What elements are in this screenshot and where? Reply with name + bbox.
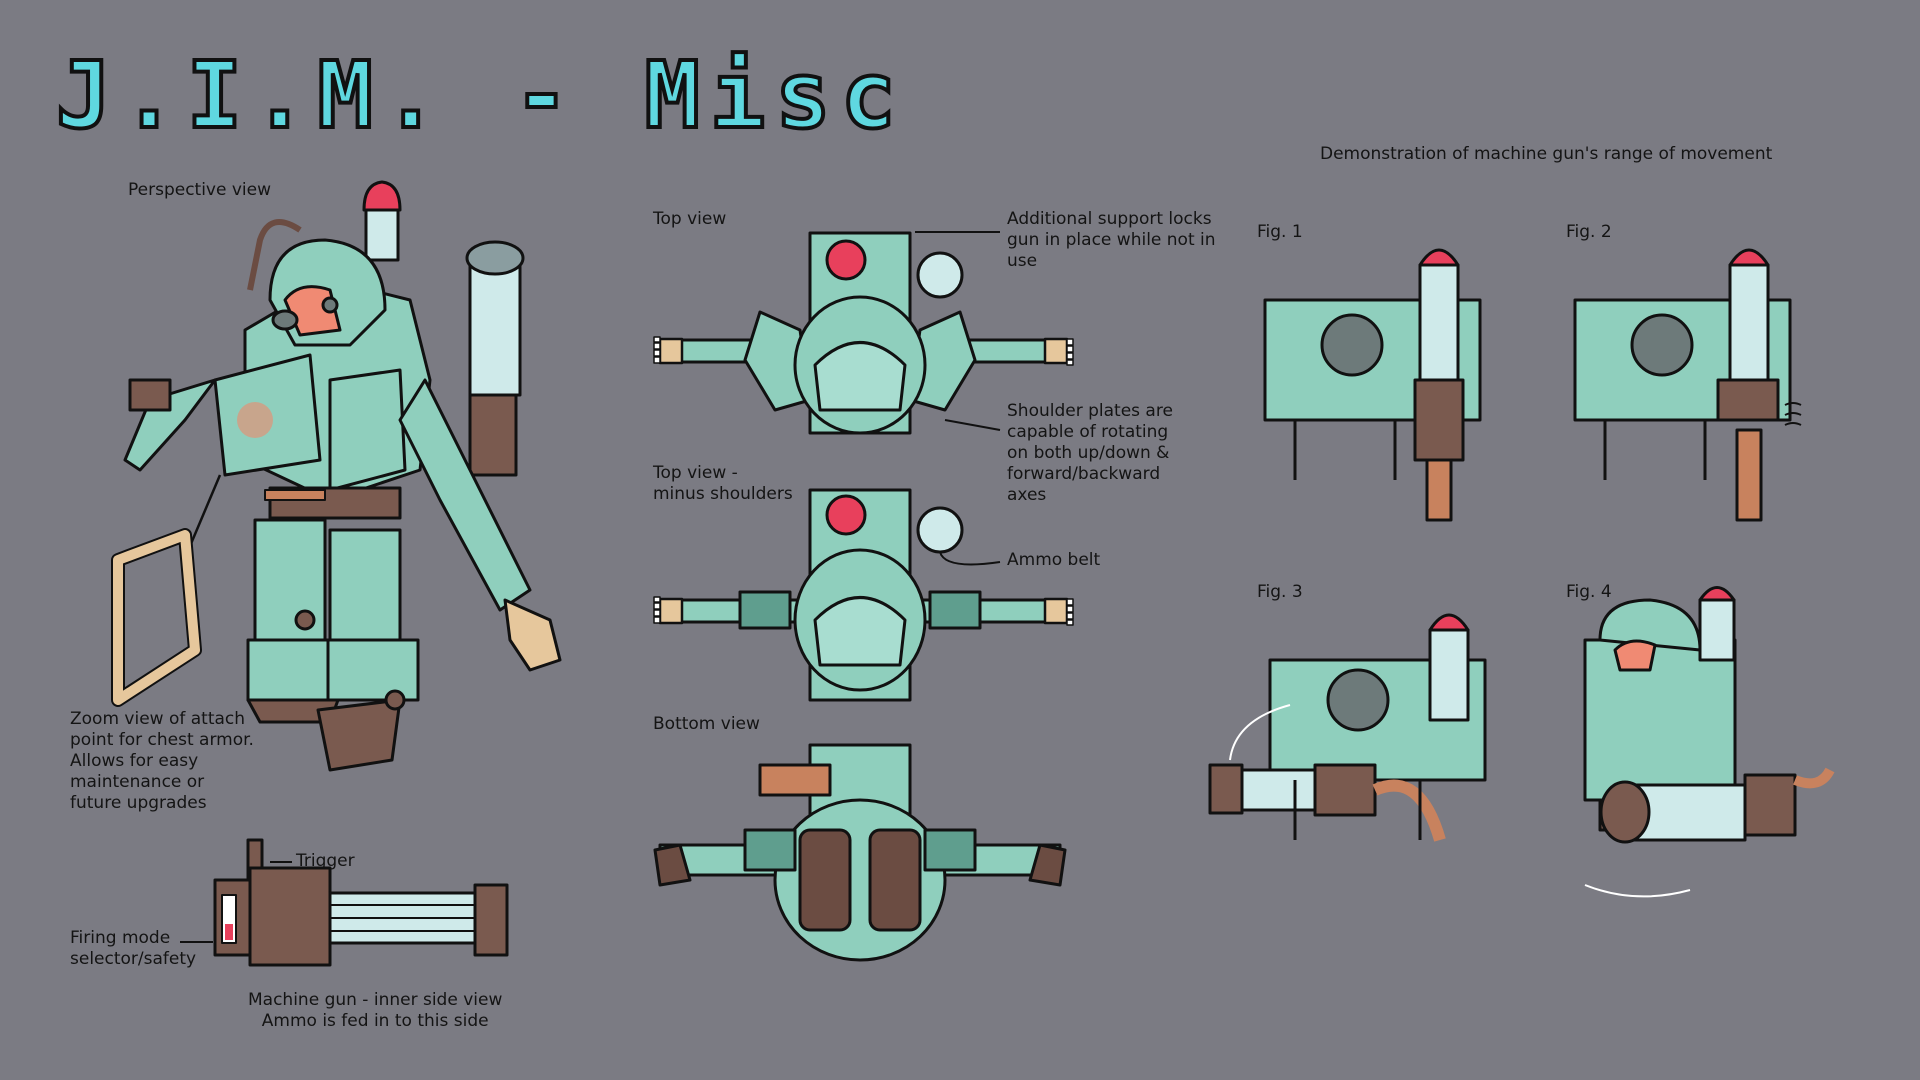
bottom-view-label: Bottom view [653,714,760,734]
fig-4-label: Fig. 4 [1566,582,1612,602]
ammo-belt-note: Ammo belt [1007,550,1101,570]
fig-3-label: Fig. 3 [1257,582,1303,602]
top-minus-shoulders-robot [652,488,1075,702]
zoom-attach-note: Zoom view of attach point for chest armo… [70,709,254,813]
gun-side-view-caption: Machine gun - inner side view Ammo is fe… [248,990,503,1031]
fig-1-drawing [1263,248,1482,522]
trigger-note: Trigger [296,851,355,871]
machine-gun-side-view [180,838,509,967]
page-title: J.I.M. - Misc [54,40,907,151]
perspective-robot [111,180,562,772]
fig-2-drawing [1573,248,1802,522]
fig-2-label: Fig. 2 [1566,222,1612,242]
range-demo-title: Demonstration of machine gun's range of … [1320,144,1773,164]
top-view-label: Top view [653,209,727,229]
support-locks-note: Additional support locks gun in place wh… [1007,209,1216,271]
firing-mode-note: Firing mode selector/safety [70,928,197,969]
top-minus-shoulders-label: Top view - minus shoulders [653,463,793,504]
fig-4-drawing [1583,586,1835,898]
perspective-view-label: Perspective view [128,180,272,200]
bottom-view-robot [653,743,1067,962]
fig-1-label: Fig. 1 [1257,222,1303,242]
shoulder-plates-note: Shoulder plates are capable of rotating … [1007,401,1173,505]
top-view-robot [652,231,1075,435]
fig-3-drawing [1208,613,1487,842]
